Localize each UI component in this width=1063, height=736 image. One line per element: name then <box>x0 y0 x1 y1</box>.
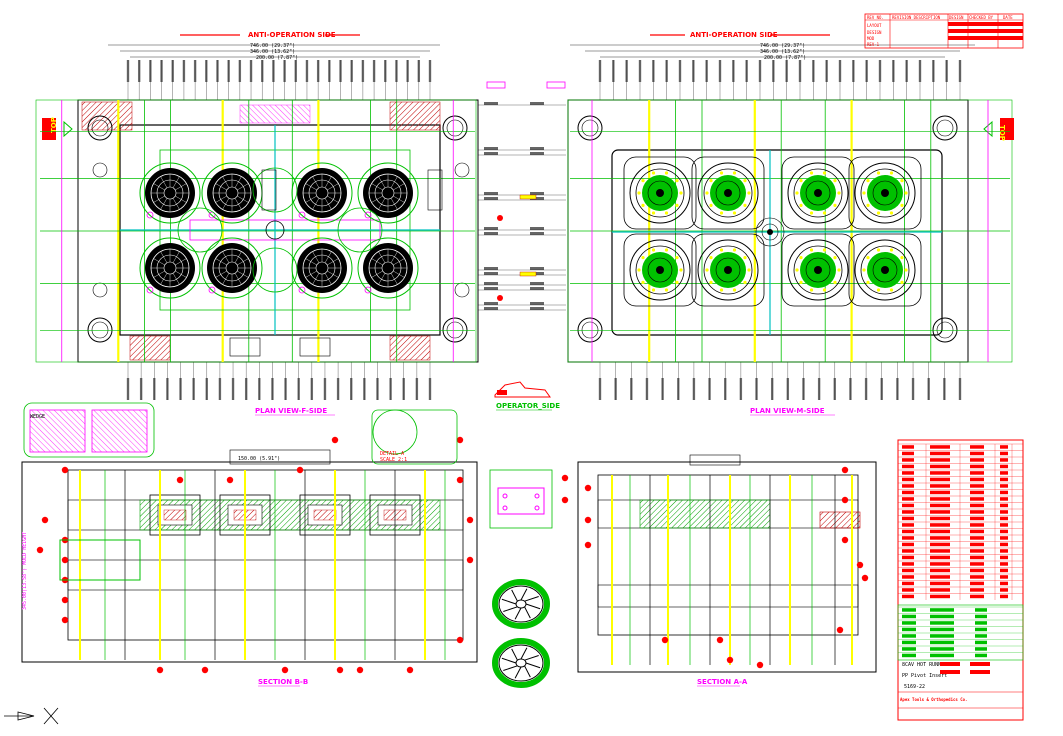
mold-width-dim-m: 746.00 (29.37") <box>760 43 805 49</box>
rev-header-0: REV NO. <box>867 15 884 20</box>
plan-view-f-side-title: PLAN VIEW-F-SIDE <box>255 407 327 415</box>
bottom-dimension-ticks-m <box>598 362 962 400</box>
cavity-pitch2-dim-m: 200.00 (7.87") <box>764 55 806 61</box>
section-a-title: SECTION A-A <box>697 678 748 686</box>
title-block: 8CAV HOT RUNNER PP Pivot Insert 5169-22 … <box>897 439 1024 721</box>
cavities-m <box>623 156 922 307</box>
detail-scale: SCALE 2:1 <box>380 457 407 463</box>
top-dimension-ticks-m <box>598 60 962 100</box>
section-a-a: SECTION A-A <box>561 454 877 687</box>
drawing-title: 8CAV HOT RUNNER <box>902 662 948 668</box>
anti-operation-side-label: ANTI-OPERATION SIDE <box>248 31 336 39</box>
cavity-pitch-dim-m: 346.00 (13.62") <box>760 49 805 55</box>
rev-header-3: CHECKED BY <box>969 15 994 20</box>
section-b-title: SECTION B-B <box>258 678 308 686</box>
svg-text:345.00(13.58") MOLD HEIGHT: 345.00(13.58") MOLD HEIGHT <box>22 532 28 610</box>
center-dimension-labels <box>478 81 566 311</box>
svg-text:150.00 (5.91"): 150.00 (5.91") <box>238 456 280 462</box>
cooling-lines-m <box>570 100 1010 362</box>
top-dimension-ticks <box>126 60 432 100</box>
part-iso-1 <box>492 579 550 629</box>
plan-view-moving-side: ANTI-OPERATION SIDE 746.00 (29.37") 346.… <box>567 31 1014 416</box>
rev-row-1: DESIGN <box>867 30 882 35</box>
bottom-dimension-ticks <box>126 362 432 400</box>
rev-header-2: DESIGN <box>949 15 964 20</box>
bill-of-materials <box>898 443 1023 600</box>
section-a-ejectors <box>561 466 869 669</box>
cavities <box>139 162 419 299</box>
bom-green-rows <box>898 606 1023 658</box>
rev-header-1: REVISION DESCRIPTION <box>892 15 941 20</box>
section-b-ejectors <box>36 436 474 674</box>
section-b-b: WEDGE 150.00 (5.91") DETAIL-A SCALE 2:1 … <box>21 402 478 687</box>
part-name: PP Pivot Insert <box>902 673 947 679</box>
mold-width-dim: 746.00 (29.37") <box>250 43 295 49</box>
anti-operation-side-label-m: ANTI-OPERATION SIDE <box>690 31 778 39</box>
cavity-pitch2-dim: 200.00 (7.87") <box>256 55 298 61</box>
rev-header-4: DATE <box>1003 15 1013 20</box>
operator-side-label: OPERATOR_SIDE <box>496 402 560 410</box>
revision-table: REV NO. REVISION DESCRIPTION DESIGN CHEC… <box>864 13 1024 49</box>
top-arrow-icon-m <box>1000 118 1014 140</box>
rev-row-2: MOD <box>867 36 875 41</box>
top-label: TOP <box>50 117 58 133</box>
operator-side-symbol: OPERATOR_SIDE <box>494 381 560 411</box>
detail-label: DETAIL-A <box>380 451 404 457</box>
part-views <box>489 469 553 688</box>
plan-view-fixed-side: ANTI-OPERATION SIDE 746.00 (29.37") 346.… <box>35 31 479 416</box>
drawing-number: 5169-22 <box>904 684 925 690</box>
top-label-m: TOP <box>998 125 1006 141</box>
rev-row-0: LAYOUT <box>867 23 882 28</box>
part-iso-2 <box>492 638 550 688</box>
top-arrow-icon <box>42 118 56 140</box>
ucs-icon <box>4 707 59 725</box>
plan-view-m-side-title: PLAN VIEW-M-SIDE <box>750 407 825 415</box>
rev-row-3: REV-1 <box>867 42 880 47</box>
company-name: Apex Tools & Orthopedics Co. <box>900 697 967 702</box>
cavity-pitch-dim: 346.00 (13.62") <box>250 49 295 55</box>
arrow-right-icon <box>63 120 73 138</box>
svg-text:WEDGE: WEDGE <box>30 414 45 420</box>
